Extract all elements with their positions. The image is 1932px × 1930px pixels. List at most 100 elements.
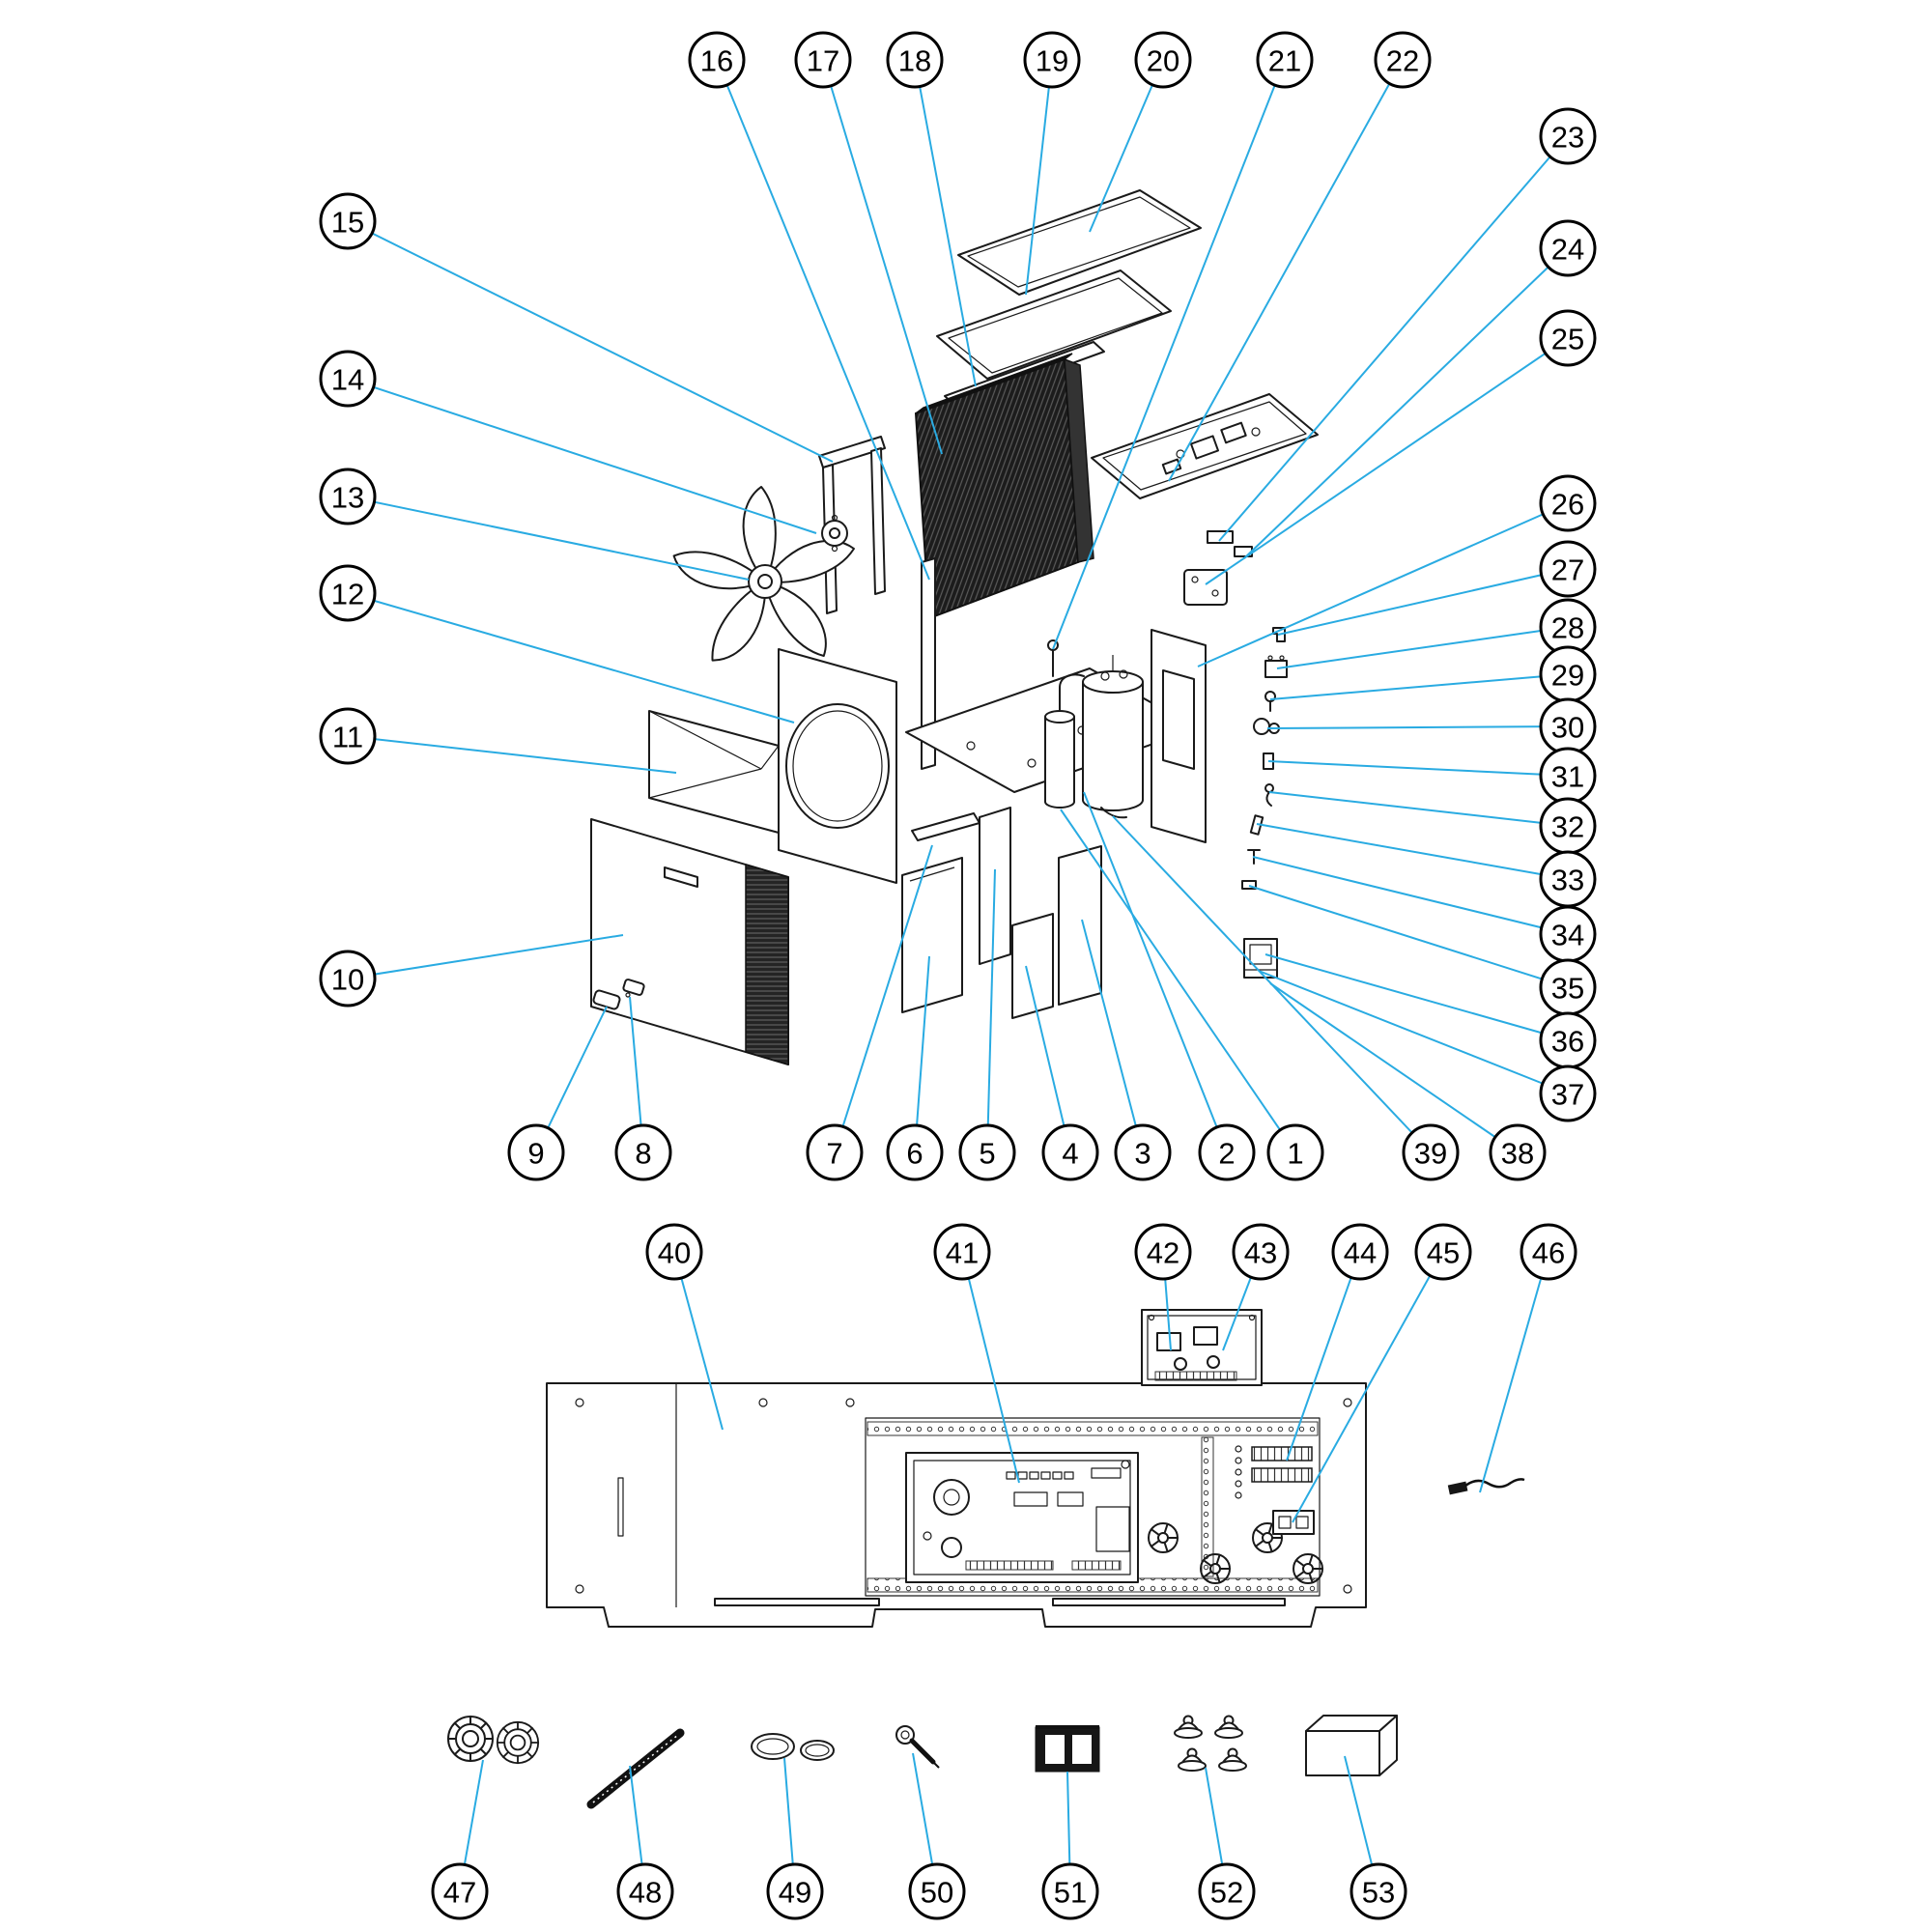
leader-line-23 [1218, 135, 1569, 542]
callout-4 [1041, 1123, 1099, 1181]
callout-12 [319, 564, 377, 622]
callout-number-50: 50 [921, 1876, 953, 1910]
leader-line-14 [347, 378, 817, 534]
callout-27 [1539, 540, 1597, 598]
callout-52 [1198, 1862, 1256, 1920]
part-right-side-panel [1151, 629, 1207, 843]
callout-14 [319, 350, 377, 408]
leader-line-5 [986, 868, 996, 1153]
leader-line-18 [914, 59, 977, 387]
callout-5 [958, 1123, 1016, 1181]
part-shelf-bracket [911, 812, 980, 841]
callout-number-24: 24 [1551, 233, 1584, 267]
callout-number-35: 35 [1551, 972, 1584, 1006]
part-lower-panel [1011, 913, 1054, 1019]
callout-number-37: 37 [1551, 1078, 1584, 1112]
callout-43 [1232, 1223, 1290, 1281]
callout-53 [1350, 1862, 1407, 1920]
leader-line-44 [1286, 1251, 1361, 1462]
part-terminal-bracket [1207, 530, 1253, 557]
callout-number-48: 48 [629, 1876, 662, 1910]
callout-1 [1266, 1123, 1324, 1181]
callout-number-5: 5 [979, 1137, 995, 1171]
leader-lines [347, 59, 1569, 1892]
leader-line-21 [1052, 59, 1286, 650]
rear-chassis-assembly [546, 1309, 1525, 1628]
leader-line-40 [673, 1251, 724, 1431]
leader-line-13 [347, 496, 750, 581]
callout-46 [1520, 1223, 1577, 1281]
callout-40 [645, 1223, 703, 1281]
callout-number-21: 21 [1268, 44, 1301, 78]
callout-number-46: 46 [1532, 1236, 1565, 1270]
callout-number-16: 16 [700, 44, 733, 78]
part-mounting-bracket [1035, 1725, 1100, 1773]
callout-number-52: 52 [1210, 1876, 1243, 1910]
callout-number-3: 3 [1134, 1137, 1151, 1171]
callout-38 [1489, 1123, 1547, 1181]
part-sensor-wire [1447, 1478, 1525, 1495]
callout-number-4: 4 [1062, 1137, 1078, 1171]
part-corner-post [921, 557, 936, 770]
leader-line-45 [1292, 1251, 1444, 1523]
callout-21 [1256, 31, 1314, 89]
leader-line-36 [1264, 953, 1569, 1041]
leader-line-24 [1243, 247, 1569, 559]
part-sensor-32 [1264, 783, 1274, 807]
callout-9 [507, 1123, 565, 1181]
callout-number-42: 42 [1147, 1236, 1179, 1270]
callout-number-36: 36 [1551, 1025, 1584, 1059]
callout-41 [933, 1223, 991, 1281]
part-display-board [1141, 1309, 1263, 1386]
callout-45 [1414, 1223, 1472, 1281]
callout-number-51: 51 [1054, 1876, 1087, 1910]
part-accumulator [1044, 673, 1085, 809]
callout-17 [794, 31, 852, 89]
part-o-rings [751, 1733, 835, 1761]
callout-number-32: 32 [1551, 810, 1584, 844]
callout-number-12: 12 [331, 578, 364, 611]
callout-number-43: 43 [1244, 1236, 1277, 1270]
leader-line-17 [822, 59, 943, 455]
part-sensor-probe [1047, 639, 1059, 677]
callout-number-27: 27 [1551, 553, 1584, 587]
callout-number-45: 45 [1427, 1236, 1460, 1270]
callout-number-34: 34 [1551, 919, 1584, 952]
callout-48 [616, 1862, 674, 1920]
callout-6 [886, 1123, 944, 1181]
leader-line-35 [1248, 885, 1569, 988]
part-relay-28 [1264, 655, 1288, 678]
callout-10 [319, 950, 377, 1008]
callout-number-30: 30 [1551, 711, 1584, 745]
callout-8 [614, 1123, 672, 1181]
callout-7 [806, 1123, 864, 1181]
leader-line-28 [1276, 626, 1569, 669]
callout-42 [1134, 1223, 1192, 1281]
callout-15 [319, 192, 377, 250]
callout-number-1: 1 [1287, 1137, 1303, 1171]
callout-22 [1374, 31, 1432, 89]
part-fan-blade [672, 485, 855, 662]
leader-line-10 [347, 934, 624, 979]
callout-number-38: 38 [1501, 1137, 1534, 1171]
leader-line-12 [347, 592, 795, 724]
leader-line-38 [1269, 982, 1519, 1153]
part-top-inner-panel [936, 270, 1172, 380]
leader-line-29 [1269, 673, 1569, 700]
callout-25 [1539, 309, 1597, 367]
callout-number-9: 9 [527, 1137, 544, 1171]
callout-11 [319, 707, 377, 765]
part-control-board [905, 1452, 1139, 1583]
callout-number-49: 49 [779, 1876, 811, 1910]
part-valve-30 [1253, 718, 1280, 735]
part-pipe-elbow [1100, 807, 1127, 819]
loose-parts-row [447, 1715, 1398, 1809]
leader-line-7 [834, 844, 933, 1153]
leader-line-37 [1258, 970, 1569, 1094]
leader-line-2 [1083, 791, 1228, 1153]
callout-number-39: 39 [1414, 1137, 1447, 1171]
leader-line-30 [1266, 725, 1569, 729]
callout-number-40: 40 [658, 1236, 691, 1270]
callout-18 [886, 31, 944, 89]
